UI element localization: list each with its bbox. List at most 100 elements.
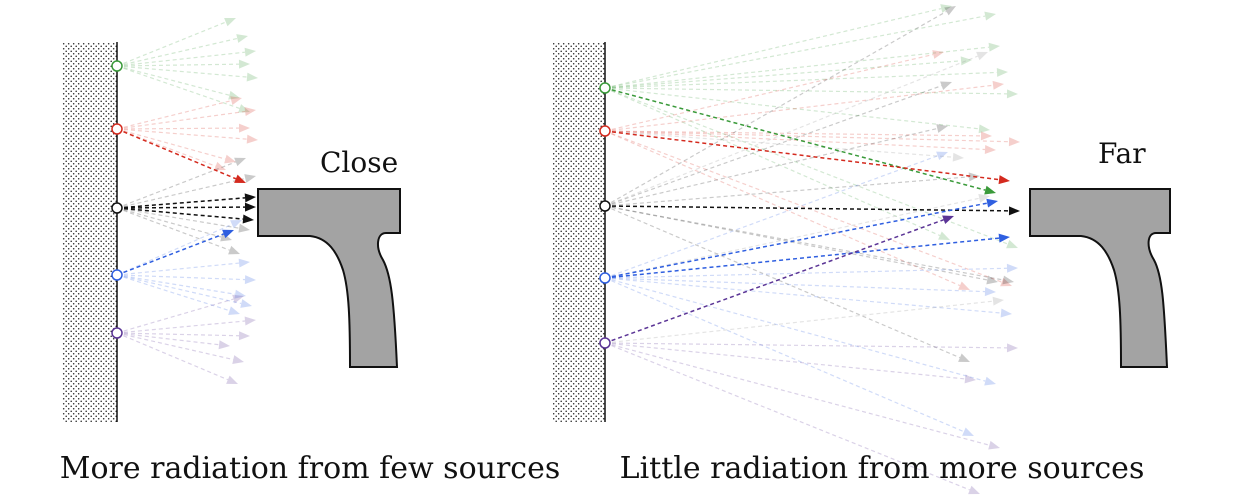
ray-faint-left-green-2: [116, 47, 256, 67]
ray-faint-left-green-1: [116, 34, 248, 67]
rays-right: [604, 4, 1020, 495]
ray-black-to-gun-left-2: [116, 202, 256, 212]
ray-red-to-gun-left: [116, 128, 246, 183]
ray-faint-left-red-4: [116, 128, 236, 164]
ray-faint-left-purple-0: [116, 294, 244, 334]
ray-faint-right-black-2: [604, 124, 948, 207]
ray-faint-right-gray-3: [604, 296, 1004, 344]
ray-faint-right-gray-1: [604, 130, 964, 162]
ray-faint-left-green-6: [116, 65, 250, 113]
source-right-purple: [599, 337, 611, 349]
sources-right: [599, 82, 611, 349]
ray-faint-right-red-3: [604, 130, 1020, 147]
ray-faint-right-green-6: [604, 87, 990, 134]
thermometer-gun-far: [1029, 188, 1171, 368]
ray-blue-to-gun-left: [116, 229, 234, 276]
ray-faint-left-black-1: [116, 174, 256, 209]
ray-faint-left-red-2: [116, 123, 250, 133]
panel-right: Far Little radiation from more sources: [553, 4, 1171, 495]
ray-faint-left-purple-3: [116, 332, 244, 364]
ray-faint-left-black-2: [116, 207, 250, 233]
ray-purple-to-gun-right: [604, 215, 954, 344]
source-left-purple: [111, 327, 123, 339]
sources-left: [111, 60, 123, 339]
caption-left: More radiation from few sources: [60, 451, 561, 486]
ray-faint-right-purple-2: [604, 342, 1000, 450]
source-right-green: [599, 82, 611, 94]
ray-black-to-gun-right: [604, 205, 1020, 216]
ray-faint-left-blue-3: [116, 274, 246, 299]
ray-faint-right-green-0: [604, 4, 952, 89]
ray-faint-left-green-3: [116, 59, 250, 69]
thermometer-gun-close: [257, 188, 401, 368]
wall-left: [62, 42, 117, 422]
source-right-red: [599, 125, 611, 137]
label-far: Far: [1098, 137, 1146, 170]
ray-faint-right-gray-0: [604, 51, 988, 207]
source-left-blue: [111, 269, 123, 281]
ray-faint-right-green-7: [604, 87, 1018, 249]
wall-right: [553, 42, 605, 422]
ray-faint-right-green-3: [604, 56, 972, 89]
ray-faint-left-blue-0: [116, 220, 242, 276]
ray-faint-right-black-5: [604, 205, 1014, 285]
ray-faint-right-black-4: [604, 205, 998, 285]
caption-right: Little radiation from more sources: [620, 451, 1145, 486]
ray-black-to-gun-left-3: [116, 207, 254, 224]
ray-faint-right-green-8: [604, 87, 950, 240]
ray-faint-left-red-0: [116, 96, 242, 130]
ray-faint-left-green-0: [116, 17, 236, 67]
ray-blue-to-gun-right-2: [604, 233, 1010, 279]
ray-faint-right-purple-3: [604, 342, 980, 495]
source-right-blue: [599, 272, 611, 284]
ray-faint-left-blue-2: [116, 274, 256, 285]
ray-faint-right-black-0: [604, 6, 956, 207]
ray-black-to-gun-left-1: [116, 193, 256, 209]
ray-faint-right-red-6: [604, 130, 970, 290]
ray-faint-right-black-1: [604, 81, 952, 207]
ray-faint-right-blue-2: [604, 277, 996, 297]
ray-faint-right-blue-5: [604, 277, 974, 436]
ray-faint-right-green-1: [604, 11, 996, 89]
ray-faint-left-blue-1: [116, 258, 250, 276]
ray-faint-left-purple-4: [116, 332, 238, 384]
ray-red-to-gun-right: [604, 130, 1010, 185]
ray-faint-left-green-5: [116, 65, 240, 100]
ray-faint-right-black-3: [604, 172, 980, 207]
source-left-black: [111, 202, 123, 214]
ray-faint-left-blue-5: [116, 274, 252, 308]
ray-blue-to-gun-right-1: [604, 198, 998, 279]
ray-faint-right-red-1: [604, 80, 1004, 132]
ray-faint-left-black-3: [116, 207, 240, 255]
ray-faint-left-purple-2: [116, 331, 250, 341]
ray-faint-left-green-4: [116, 65, 258, 82]
ray-faint-right-red-5: [604, 130, 1012, 287]
ray-faint-right-gray-2: [604, 193, 990, 279]
ray-faint-left-red-3: [116, 128, 258, 144]
rays-left: [116, 17, 258, 384]
ray-faint-right-red-4: [604, 130, 996, 154]
ray-green-to-gun-right: [604, 87, 996, 195]
ray-faint-right-black-6: [604, 205, 970, 362]
ray-faint-left-purple-5: [116, 332, 230, 350]
ray-faint-right-green-5: [604, 87, 1018, 99]
ray-faint-right-blue-0: [604, 151, 948, 279]
ray-faint-left-red-1: [116, 107, 256, 130]
ray-faint-right-red-0: [604, 50, 944, 132]
label-close: Close: [320, 146, 398, 179]
ray-faint-left-blue-4: [116, 274, 240, 315]
ray-faint-right-green-2: [604, 42, 1000, 89]
ray-faint-left-purple-1: [116, 316, 256, 334]
ray-faint-right-purple-0: [604, 342, 1018, 353]
ray-faint-right-purple-1: [604, 342, 976, 384]
ray-faint-right-blue-1: [604, 263, 1018, 279]
source-left-green: [111, 60, 123, 72]
ray-faint-right-green-4: [604, 67, 1008, 89]
source-right-black: [599, 200, 611, 212]
panel-left: Close More radiation from few sources: [60, 17, 561, 486]
source-left-red: [111, 123, 123, 135]
ray-faint-right-blue-3: [604, 277, 1012, 318]
ray-faint-right-blue-4: [604, 277, 996, 386]
ray-faint-right-red-2: [604, 130, 992, 141]
